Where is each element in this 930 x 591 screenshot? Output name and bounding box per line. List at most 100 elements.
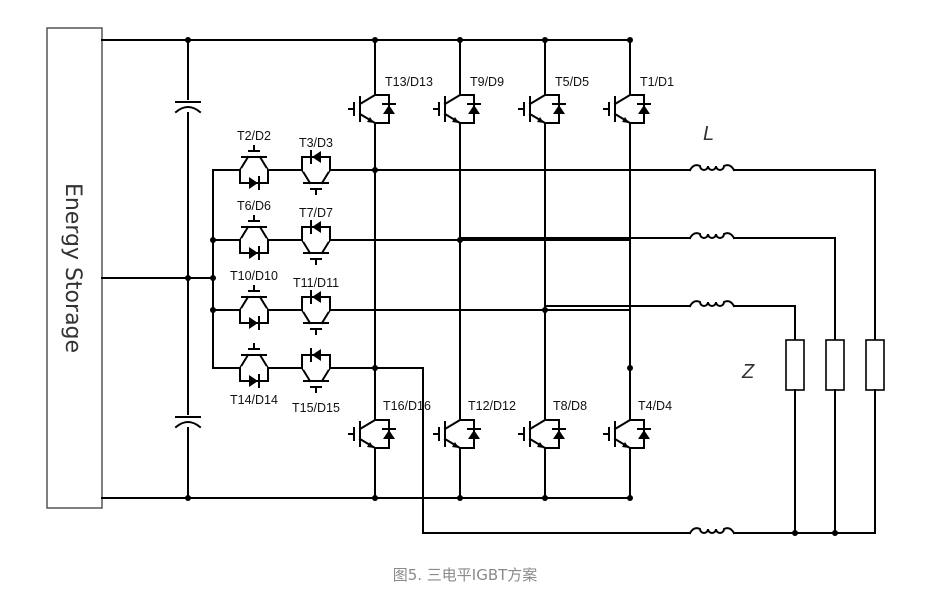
igbt-collector — [358, 93, 377, 106]
inductor-coil — [688, 527, 736, 535]
load-resistor-icon — [785, 339, 805, 391]
upper-switch-label: T1/D1 — [640, 75, 674, 89]
igbt-collector — [443, 93, 462, 106]
upper-igbt-icon — [433, 93, 481, 125]
igbt-collector — [300, 308, 312, 325]
diode-triangle — [249, 317, 258, 329]
junction-dot — [627, 37, 633, 43]
inductor-coil — [688, 164, 736, 172]
upper-igbt-icon — [603, 93, 651, 125]
junction-dot — [210, 275, 216, 281]
capacitor-plate-curved — [174, 421, 202, 429]
lower-igbt-icon — [433, 418, 481, 450]
left-switch-label: T6/D6 — [237, 199, 271, 213]
left-switch-label: T14/D14 — [230, 393, 278, 407]
inductor-icon — [688, 527, 736, 535]
capacitor-plate-curved — [174, 106, 202, 114]
igbt-collector — [300, 168, 312, 185]
junction-dot — [457, 495, 463, 501]
output-filter-and-load — [329, 164, 885, 536]
igbt-collector — [238, 353, 250, 370]
igbt-emitter — [320, 238, 332, 255]
inductor-icon — [688, 164, 736, 172]
inductor-icon — [688, 232, 736, 240]
left-switch-label: T2/D2 — [237, 129, 271, 143]
igbt-collector — [238, 295, 250, 312]
emitter-arrow — [452, 442, 459, 448]
emitter-arrow — [622, 442, 629, 448]
right-switch-label: T7/D7 — [299, 206, 333, 220]
diode-triangle — [553, 430, 565, 439]
emitter-arrow — [367, 117, 374, 123]
diode-triangle — [638, 430, 650, 439]
load-resistor-icon — [865, 339, 885, 391]
emitter-arrow — [537, 442, 544, 448]
lower-switch-label: T4/D4 — [638, 399, 672, 413]
inductor-icon — [688, 300, 736, 308]
lower-switch-label: T16/D16 — [383, 399, 431, 413]
inductor-label: L — [703, 123, 714, 145]
diode-triangle — [383, 430, 395, 439]
diode-triangle — [383, 105, 395, 114]
lower-switch-label: T8/D8 — [553, 399, 587, 413]
diode-triangle — [312, 349, 321, 361]
energy-storage-label: Energy Storage — [60, 183, 85, 353]
igbt-collector — [358, 418, 377, 431]
igbt-emitter — [320, 366, 332, 383]
igbt-emitter — [320, 308, 332, 325]
figure-caption: 图5. 三电平IGBT方案 — [392, 566, 538, 584]
energy-storage-block — [46, 27, 103, 509]
igbt-collector — [613, 418, 632, 431]
junction-dot — [792, 530, 798, 536]
inductor-coil — [688, 300, 736, 308]
igbt-collector — [238, 155, 250, 172]
bridge-legs: T13/D13T16/D16T9/D9T12/D12T5/D5T8/D8T1/D… — [348, 37, 674, 501]
lower-switch-label: T12/D12 — [468, 399, 516, 413]
diode-triangle — [553, 105, 565, 114]
emitter-arrow — [452, 117, 459, 123]
right-switch-label: T11/D11 — [293, 276, 339, 290]
upper-switch-label: T13/D13 — [385, 75, 433, 89]
left-bidirectional-igbt-icon — [238, 215, 270, 260]
igbt-emitter — [258, 295, 270, 312]
igbt-collector — [528, 418, 547, 431]
capacitor-icon — [174, 100, 202, 114]
junction-dot — [542, 37, 548, 43]
lower-igbt-icon — [348, 418, 396, 450]
igbt-collector — [300, 238, 312, 255]
diode-triangle — [249, 177, 258, 189]
junction-dot — [372, 495, 378, 501]
diode-triangle — [468, 430, 480, 439]
upper-switch-label: T9/D9 — [470, 75, 504, 89]
diode-triangle — [249, 375, 258, 387]
diode-triangle — [312, 291, 321, 303]
igbt-collector — [300, 366, 312, 383]
right-bidirectional-igbt-icon — [300, 150, 332, 195]
left-switch-label: T10/D10 — [230, 269, 278, 283]
igbt-emitter — [320, 168, 332, 185]
left-bidirectional-igbt-icon — [238, 343, 270, 388]
igbt-collector — [443, 418, 462, 431]
left-bidirectional-igbt-icon — [238, 145, 270, 190]
left-bidirectional-igbt-icon — [238, 285, 270, 330]
diode-triangle — [468, 105, 480, 114]
junction-dot — [832, 530, 838, 536]
upper-switch-label: T5/D5 — [555, 75, 589, 89]
diode-triangle — [312, 221, 321, 233]
emitter-arrow — [622, 117, 629, 123]
junction-dot — [185, 495, 191, 501]
right-bidirectional-igbt-icon — [300, 348, 332, 393]
emitter-arrow — [367, 442, 374, 448]
igbt-emitter — [258, 353, 270, 370]
upper-igbt-icon — [518, 93, 566, 125]
